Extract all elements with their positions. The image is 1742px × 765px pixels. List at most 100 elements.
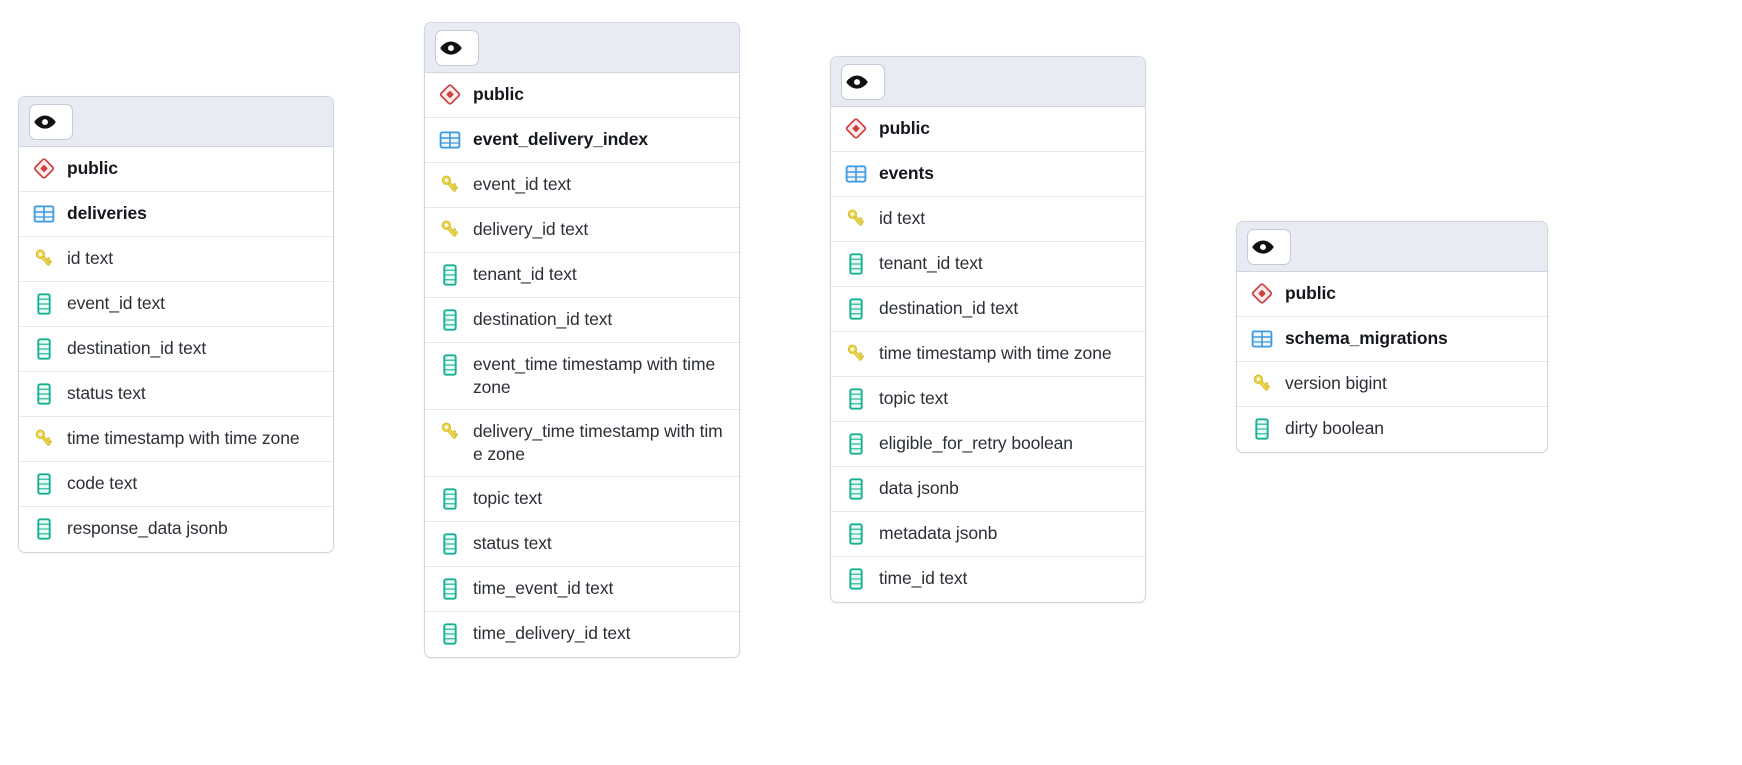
column-label: id text bbox=[67, 248, 113, 268]
table-card-events[interactable]: public events id text tenant_id text destina… bbox=[830, 56, 1146, 603]
column-row[interactable]: event_id text bbox=[19, 282, 333, 327]
column-row[interactable]: event_id text bbox=[425, 163, 739, 208]
card-header bbox=[831, 57, 1145, 107]
column-label: response_data jsonb bbox=[67, 518, 228, 538]
column-row[interactable]: code text bbox=[19, 462, 333, 507]
column-label: time_delivery_id text bbox=[473, 623, 631, 643]
column-row[interactable]: time_delivery_id text bbox=[425, 612, 739, 657]
toggle-visibility-button[interactable] bbox=[841, 63, 885, 100]
schema-row[interactable]: public bbox=[425, 73, 739, 118]
column-icon bbox=[845, 297, 867, 320]
column-row[interactable]: status text bbox=[425, 522, 739, 567]
column-label: event_id text bbox=[67, 293, 165, 313]
row-name-label: deliveries bbox=[67, 203, 147, 223]
eye-icon bbox=[846, 70, 868, 93]
column-row[interactable]: metadata jsonb bbox=[831, 512, 1145, 557]
card-header bbox=[425, 23, 739, 73]
column-row[interactable]: destination_id text bbox=[831, 287, 1145, 332]
schema-row[interactable]: public bbox=[1237, 272, 1547, 317]
column-row[interactable]: id text bbox=[831, 197, 1145, 242]
column-icon bbox=[845, 567, 867, 590]
column-row[interactable]: data jsonb bbox=[831, 467, 1145, 512]
column-icon bbox=[845, 432, 867, 455]
column-label: code text bbox=[67, 473, 138, 493]
column-row[interactable]: delivery_id text bbox=[425, 208, 739, 253]
column-label: tenant_id text bbox=[879, 253, 983, 273]
column-icon bbox=[33, 472, 55, 495]
column-row[interactable]: event_time timestamp with time zone bbox=[425, 343, 739, 410]
column-row[interactable]: tenant_id text bbox=[425, 253, 739, 298]
column-icon bbox=[33, 517, 55, 540]
column-row[interactable]: version bigint bbox=[1237, 362, 1547, 407]
column-icon bbox=[845, 522, 867, 545]
column-row[interactable]: dirty boolean bbox=[1237, 407, 1547, 452]
row-name-label: public bbox=[473, 84, 524, 104]
column-label: time_event_id text bbox=[473, 578, 614, 598]
column-icon bbox=[439, 487, 461, 510]
column-label: event_id text bbox=[473, 174, 571, 194]
column-row[interactable]: destination_id text bbox=[19, 327, 333, 372]
column-icon bbox=[33, 337, 55, 360]
table-icon bbox=[439, 128, 461, 151]
column-row[interactable]: time timestamp with time zone bbox=[831, 332, 1145, 377]
eye-icon bbox=[34, 110, 56, 133]
column-label: destination_id text bbox=[879, 298, 1019, 318]
column-label: dirty boolean bbox=[1285, 418, 1384, 438]
column-label: data jsonb bbox=[879, 478, 959, 498]
schema-icon bbox=[1251, 282, 1273, 305]
table-name-row[interactable]: deliveries bbox=[19, 192, 333, 237]
column-icon bbox=[439, 622, 461, 645]
row-name-label: schema_migrations bbox=[1285, 328, 1448, 348]
column-label: topic text bbox=[473, 488, 543, 508]
key-icon bbox=[845, 207, 867, 230]
column-label: eligible_for_retry boolean bbox=[879, 433, 1073, 453]
table-card-deliveries[interactable]: public deliveries id text event_id text dest… bbox=[18, 96, 334, 553]
column-row[interactable]: id text bbox=[19, 237, 333, 282]
table-name-row[interactable]: events bbox=[831, 152, 1145, 197]
column-row[interactable]: status text bbox=[19, 372, 333, 417]
toggle-visibility-button[interactable] bbox=[29, 103, 73, 140]
column-icon bbox=[439, 577, 461, 600]
column-icon bbox=[845, 252, 867, 275]
schema-icon bbox=[439, 83, 461, 106]
column-icon bbox=[439, 532, 461, 555]
eye-icon bbox=[1252, 235, 1274, 258]
row-name-label: public bbox=[879, 118, 930, 138]
column-row[interactable]: time timestamp with time zone bbox=[19, 417, 333, 462]
column-icon bbox=[845, 477, 867, 500]
card-header bbox=[1237, 222, 1547, 272]
row-name-label: events bbox=[879, 163, 934, 183]
schema-row[interactable]: public bbox=[19, 147, 333, 192]
key-icon bbox=[439, 420, 461, 443]
column-row[interactable]: tenant_id text bbox=[831, 242, 1145, 287]
column-row[interactable]: topic text bbox=[831, 377, 1145, 422]
column-label: topic text bbox=[879, 388, 949, 408]
key-icon bbox=[439, 218, 461, 241]
column-row[interactable]: time_id text bbox=[831, 557, 1145, 602]
row-name-label: public bbox=[1285, 283, 1336, 303]
table-card-event_delivery_index[interactable]: public event_delivery_index event_id text d… bbox=[424, 22, 740, 658]
card-header bbox=[19, 97, 333, 147]
schema-icon bbox=[845, 117, 867, 140]
toggle-visibility-button[interactable] bbox=[1247, 228, 1291, 265]
column-icon bbox=[439, 308, 461, 331]
column-row[interactable]: response_data jsonb bbox=[19, 507, 333, 552]
key-icon bbox=[33, 427, 55, 450]
column-row[interactable]: eligible_for_retry boolean bbox=[831, 422, 1145, 467]
column-icon bbox=[1251, 417, 1273, 440]
column-row[interactable]: topic text bbox=[425, 477, 739, 522]
key-icon bbox=[33, 247, 55, 270]
column-row[interactable]: delivery_time timestamp with time zone bbox=[425, 410, 739, 477]
column-row[interactable]: time_event_id text bbox=[425, 567, 739, 612]
table-icon bbox=[33, 202, 55, 225]
schema-row[interactable]: public bbox=[831, 107, 1145, 152]
column-icon bbox=[439, 263, 461, 286]
table-name-row[interactable]: event_delivery_index bbox=[425, 118, 739, 163]
column-label: destination_id text bbox=[67, 338, 207, 358]
column-row[interactable]: destination_id text bbox=[425, 298, 739, 343]
column-label: delivery_time timestamp with time zone bbox=[473, 421, 723, 464]
key-icon bbox=[845, 342, 867, 365]
toggle-visibility-button[interactable] bbox=[435, 29, 479, 66]
table-name-row[interactable]: schema_migrations bbox=[1237, 317, 1547, 362]
